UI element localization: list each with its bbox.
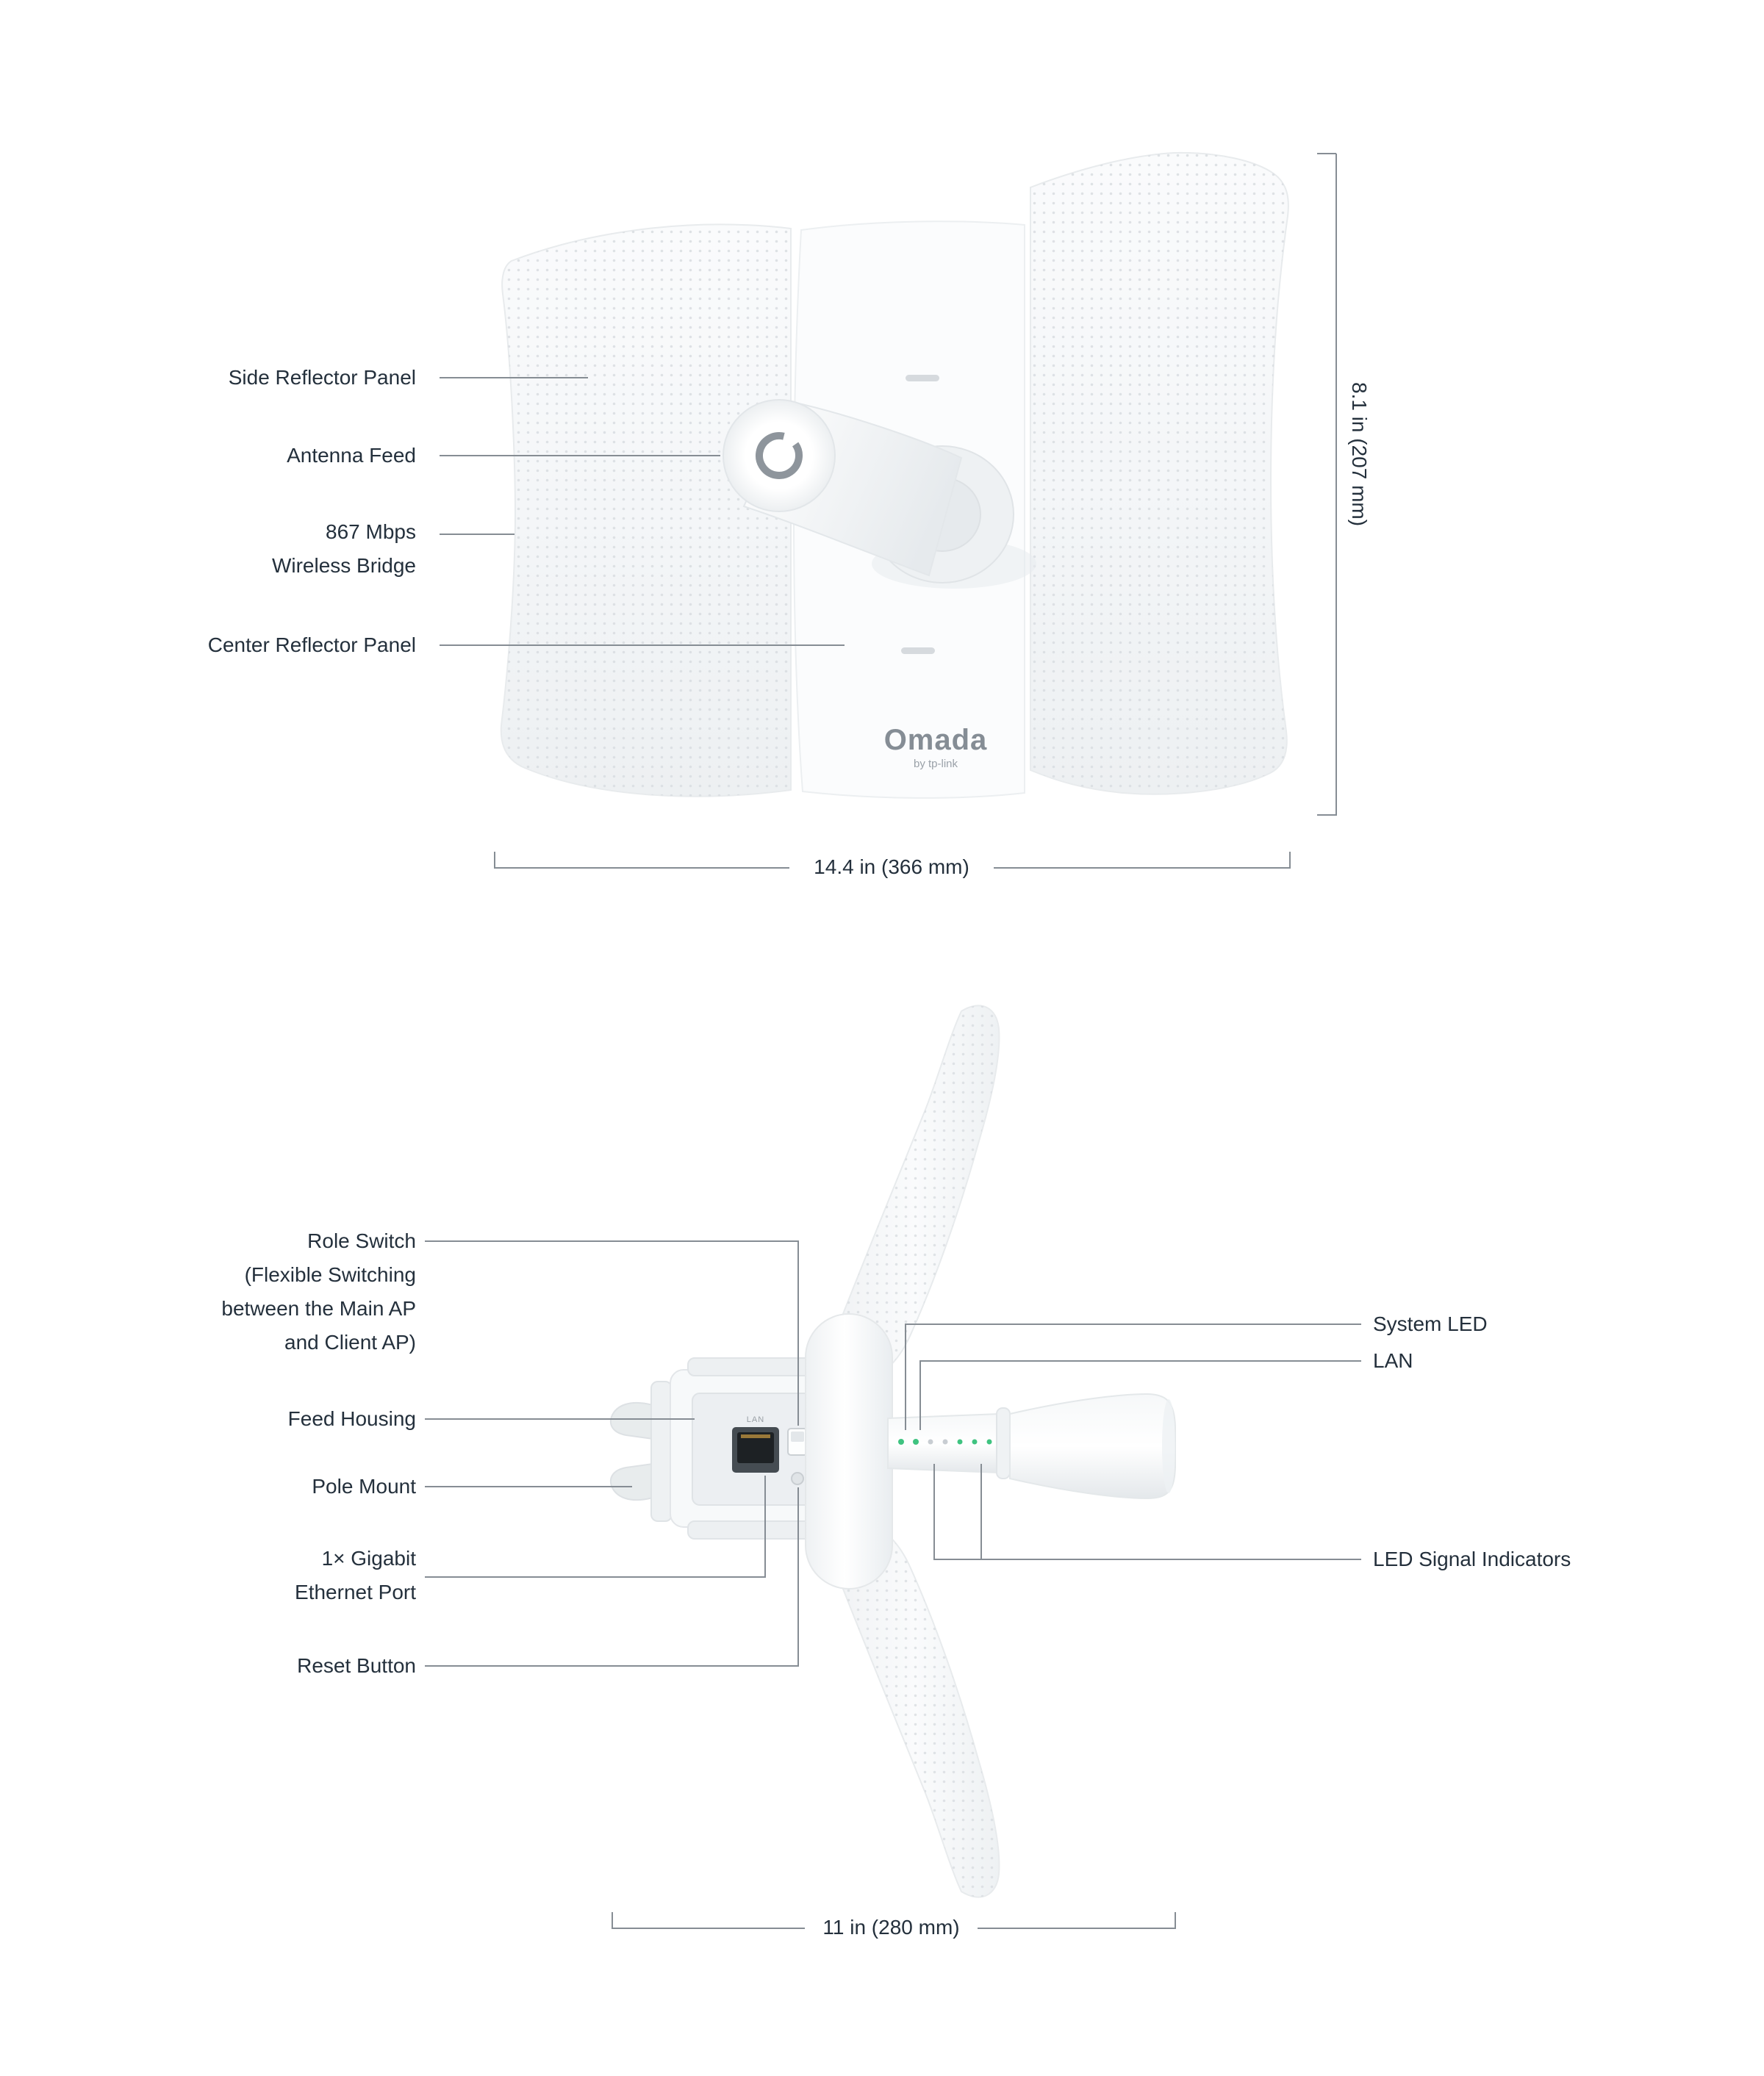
brand-logo: Omada by tp-link bbox=[844, 724, 1028, 770]
signal-led-dot bbox=[972, 1439, 978, 1445]
callout-line-led-signal bbox=[934, 1559, 1361, 1560]
signal-led-dot bbox=[942, 1439, 948, 1445]
callout-line-reset-button-vertical bbox=[797, 1487, 799, 1667]
label-lan: LAN bbox=[1373, 1349, 1413, 1372]
callout-line-side-reflector bbox=[440, 377, 588, 378]
callout-line-center-reflector bbox=[440, 644, 845, 646]
dimension-line bbox=[1335, 154, 1337, 816]
side-reflector-panel-left bbox=[500, 223, 792, 797]
callout-line-ethernet-port-vertical bbox=[764, 1476, 766, 1578]
top-view-device bbox=[610, 1005, 1176, 1898]
lan-led-dot bbox=[913, 1439, 919, 1445]
callout-line-antenna-feed bbox=[440, 455, 720, 456]
brand-logo-sub: by tp-link bbox=[913, 758, 958, 770]
signal-led-dot bbox=[928, 1439, 933, 1445]
label-feed-housing: Feed Housing bbox=[287, 1407, 416, 1430]
label-antenna-feed: Antenna Feed bbox=[287, 444, 416, 467]
callout-line-reset-button bbox=[425, 1665, 798, 1667]
dimension-tick bbox=[612, 1912, 613, 1929]
system-led-dot bbox=[898, 1439, 904, 1445]
signal-led-dot bbox=[986, 1439, 992, 1445]
dimension-line bbox=[994, 867, 1291, 869]
port-label: LAN bbox=[746, 1415, 765, 1424]
brand-logo-omada: Omada bbox=[883, 724, 988, 756]
dimension-line bbox=[978, 1928, 1176, 1929]
dimension-tick bbox=[494, 852, 495, 869]
label-side-reflector-panel: Side Reflector Panel bbox=[228, 366, 416, 389]
callout-line-role-switch-vertical bbox=[797, 1240, 799, 1426]
height-dimension-text: 8.1 in (207 mm) bbox=[1348, 382, 1371, 527]
callout-line-system-led bbox=[906, 1323, 1361, 1325]
led-indicators bbox=[898, 1439, 992, 1445]
feed-housing bbox=[670, 1357, 833, 1540]
ethernet-port bbox=[732, 1427, 779, 1473]
callout-line-lan bbox=[920, 1360, 1361, 1362]
side-reflector-panel-right bbox=[1030, 151, 1289, 795]
callout-line-pole-mount bbox=[425, 1486, 632, 1487]
callout-line-lan-vertical bbox=[919, 1360, 921, 1430]
dimension-tick bbox=[1317, 814, 1336, 816]
panel-slot-top bbox=[906, 375, 939, 381]
callout-line-wireless-bridge bbox=[440, 534, 514, 535]
label-system-led: System LED bbox=[1373, 1312, 1488, 1335]
front-view-device bbox=[500, 151, 1289, 799]
role-switch bbox=[787, 1428, 808, 1456]
label-pole-mount: Pole Mount bbox=[312, 1475, 416, 1498]
width-dimension-top-text: 11 in (280 mm) bbox=[822, 1916, 960, 1939]
label-wireless-bridge: 867 Mbps Wireless Bridge bbox=[271, 520, 416, 577]
label-ethernet-port: 1× Gigabit Ethernet Port bbox=[295, 1547, 416, 1603]
signal-led-dot bbox=[957, 1439, 963, 1445]
center-hub bbox=[805, 1313, 893, 1590]
dimension-tick bbox=[1175, 1912, 1176, 1929]
callout-line-led-signal-vertical-1 bbox=[933, 1464, 935, 1560]
feed-horn-side bbox=[887, 1393, 1176, 1500]
callout-line-feed-housing bbox=[425, 1418, 695, 1420]
callout-line-ethernet-port bbox=[425, 1576, 765, 1578]
label-center-reflector-panel: Center Reflector Panel bbox=[207, 633, 416, 656]
callout-line-system-led-vertical bbox=[905, 1323, 906, 1430]
label-led-signal-indicators: LED Signal Indicators bbox=[1373, 1548, 1571, 1570]
antenna-feed-assembly bbox=[723, 399, 1036, 589]
width-dimension-front-text: 14.4 in (366 mm) bbox=[814, 855, 969, 878]
feed-tip bbox=[723, 399, 836, 512]
callout-line-role-switch bbox=[425, 1240, 799, 1242]
reset-button bbox=[791, 1472, 804, 1485]
label-role-switch: Role Switch (Flexible Switching between … bbox=[221, 1229, 416, 1354]
dimension-tick bbox=[1317, 153, 1336, 154]
panel-slot-bottom bbox=[901, 647, 935, 654]
dimension-tick bbox=[1289, 852, 1291, 869]
dimension-line bbox=[612, 1928, 805, 1929]
dimension-line bbox=[494, 867, 789, 869]
label-reset-button: Reset Button bbox=[297, 1654, 416, 1677]
callout-line-led-signal-vertical-2 bbox=[980, 1464, 982, 1560]
pole-mount bbox=[610, 1381, 673, 1522]
